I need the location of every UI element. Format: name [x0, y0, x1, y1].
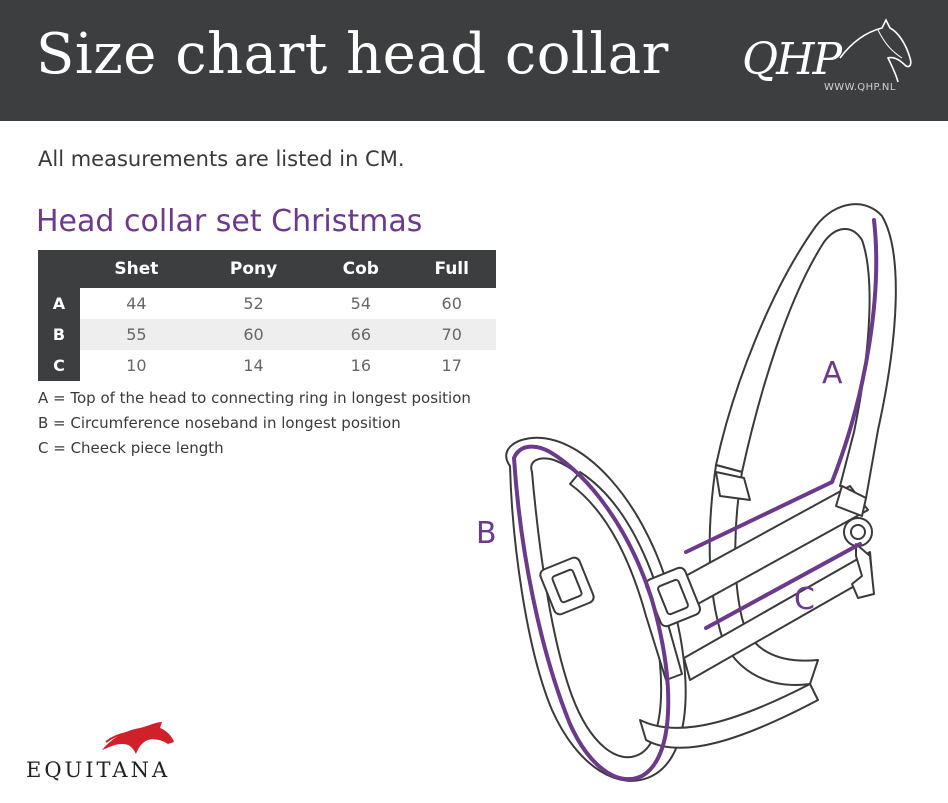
header-bar: Size chart head collar QHP WWW.QHP.NL	[0, 0, 948, 121]
table-cell: 60	[192, 319, 315, 350]
note-b: B = Circumference noseband in longest po…	[38, 414, 401, 432]
legend-notes: A = Top of the head to connecting ring i…	[38, 386, 471, 461]
label-b: B	[476, 516, 497, 551]
label-c: C	[794, 582, 815, 617]
page-title: Size chart head collar	[36, 22, 669, 87]
table-row: B 55 60 66 70	[38, 319, 496, 350]
row-label: A	[38, 288, 80, 319]
label-a: A	[822, 356, 843, 391]
note-c: C = Cheeck piece length	[38, 439, 224, 457]
table-cell: 55	[80, 319, 193, 350]
table-cell: 54	[350, 294, 371, 313]
table-cell: 60	[441, 294, 462, 313]
column-header	[38, 250, 80, 288]
column-header: Shet	[80, 250, 193, 288]
row-label: B	[38, 319, 80, 350]
table-cell: 52	[243, 294, 264, 313]
head-collar-diagram: A B C	[470, 180, 948, 799]
table-row: C 10 14 16 17	[38, 350, 496, 381]
qhp-logo-text: QHP	[742, 34, 842, 85]
table-cell: 17	[441, 356, 462, 375]
table-cell: 14	[243, 356, 264, 375]
column-header: Cob	[314, 250, 408, 288]
table-cell: 66	[314, 319, 408, 350]
table-cell: 10	[126, 356, 147, 375]
row-label: C	[38, 350, 80, 381]
table-row: A 44 52 54 60	[38, 288, 496, 319]
equitana-logo: EQUITANA	[26, 720, 226, 792]
table-cell: 16	[350, 356, 371, 375]
qhp-url: WWW.QHP.NL	[824, 82, 896, 93]
table-cell: 44	[126, 294, 147, 313]
column-header: Pony	[192, 250, 315, 288]
head-collar-illustration	[505, 203, 897, 782]
horse-head-icon	[839, 18, 912, 83]
table-cell: 70	[407, 319, 496, 350]
table-header-row: Shet Pony Cob Full	[38, 250, 496, 288]
equitana-logo-text: EQUITANA	[26, 758, 171, 782]
note-a: A = Top of the head to connecting ring i…	[38, 389, 471, 407]
section-title: Head collar set Christmas	[36, 204, 423, 239]
column-header: Full	[407, 250, 496, 288]
red-horse-icon	[102, 722, 174, 754]
measurement-note: All measurements are listed in CM.	[38, 147, 405, 171]
size-table: Shet Pony Cob Full A 44 52 54 60 B 55 60…	[38, 250, 496, 381]
qhp-logo: QHP WWW.QHP.NL	[738, 18, 918, 102]
